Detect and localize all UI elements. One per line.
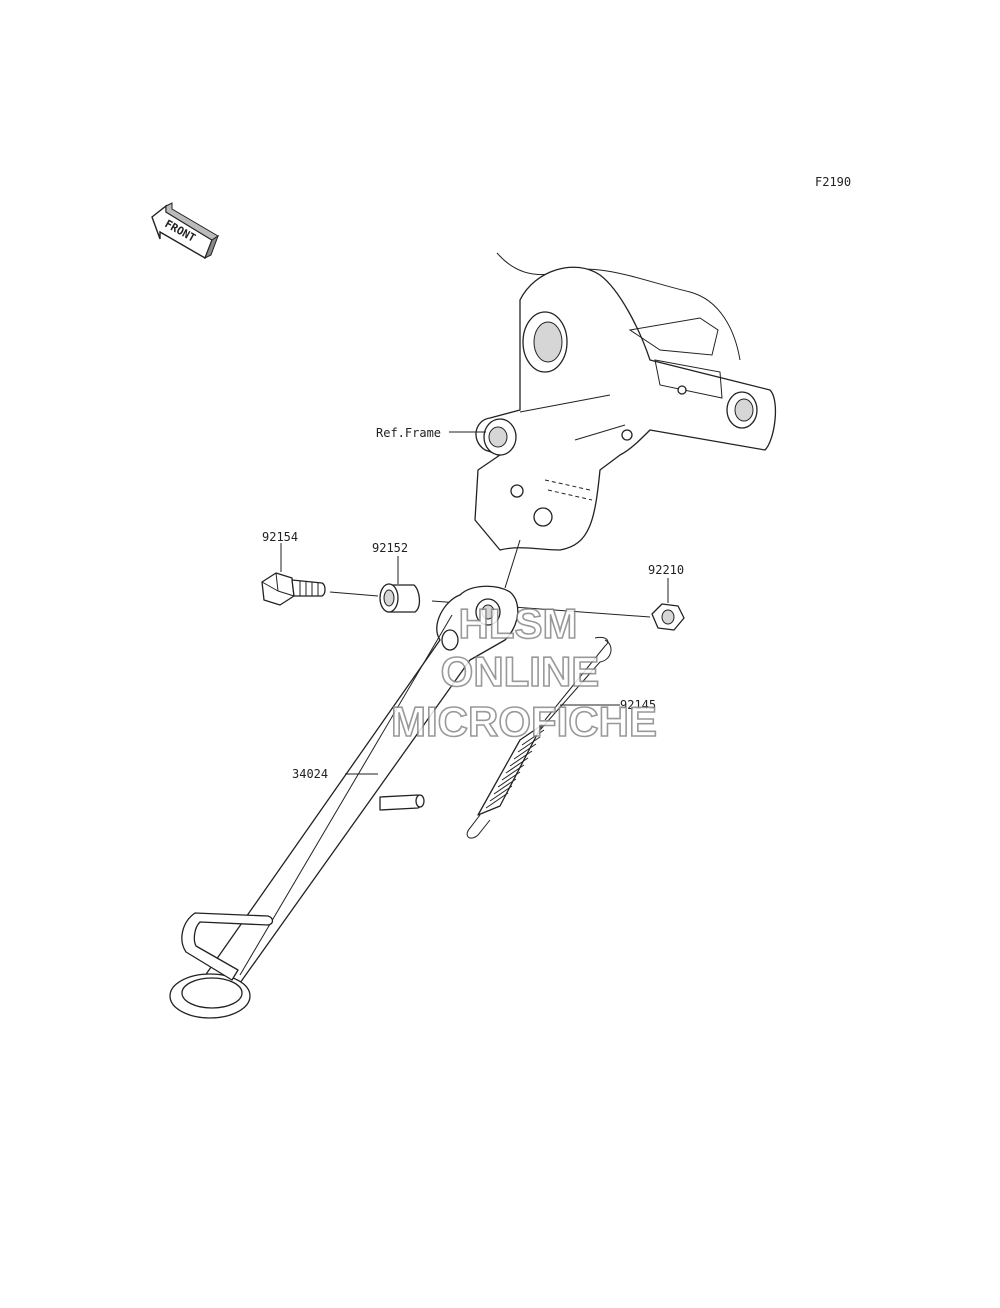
collar-92152: 92152 <box>372 541 421 613</box>
figure-code: F2190 <box>815 175 851 189</box>
callout-ref-frame: Ref.Frame <box>376 426 486 440</box>
watermark-line-1: HLSM <box>459 600 578 647</box>
frame-assembly <box>474 252 777 551</box>
bolt-92154: 92154 <box>261 530 326 606</box>
callout-ref-frame-label: Ref.Frame <box>376 426 441 440</box>
watermark-line-2: ONLINE <box>441 648 600 695</box>
callout-92152-label: 92152 <box>372 541 408 555</box>
nut-92210: 92210 <box>648 563 685 631</box>
sidestand-34024: 34024 <box>169 539 521 1019</box>
callout-92145-label: 92145 <box>620 698 656 712</box>
front-arrow-icon: FRONT <box>151 202 219 260</box>
watermark-line-3: MICROFICHE <box>391 698 657 745</box>
callout-92210-label: 92210 <box>648 563 684 577</box>
watermark: HLSM ONLINE MICROFICHE <box>390 599 658 746</box>
callout-92154-label: 92154 <box>262 530 298 544</box>
spring-92145: 92145 <box>466 637 656 839</box>
callout-34024-label: 34024 <box>292 767 328 781</box>
axis-line-1 <box>329 591 379 597</box>
